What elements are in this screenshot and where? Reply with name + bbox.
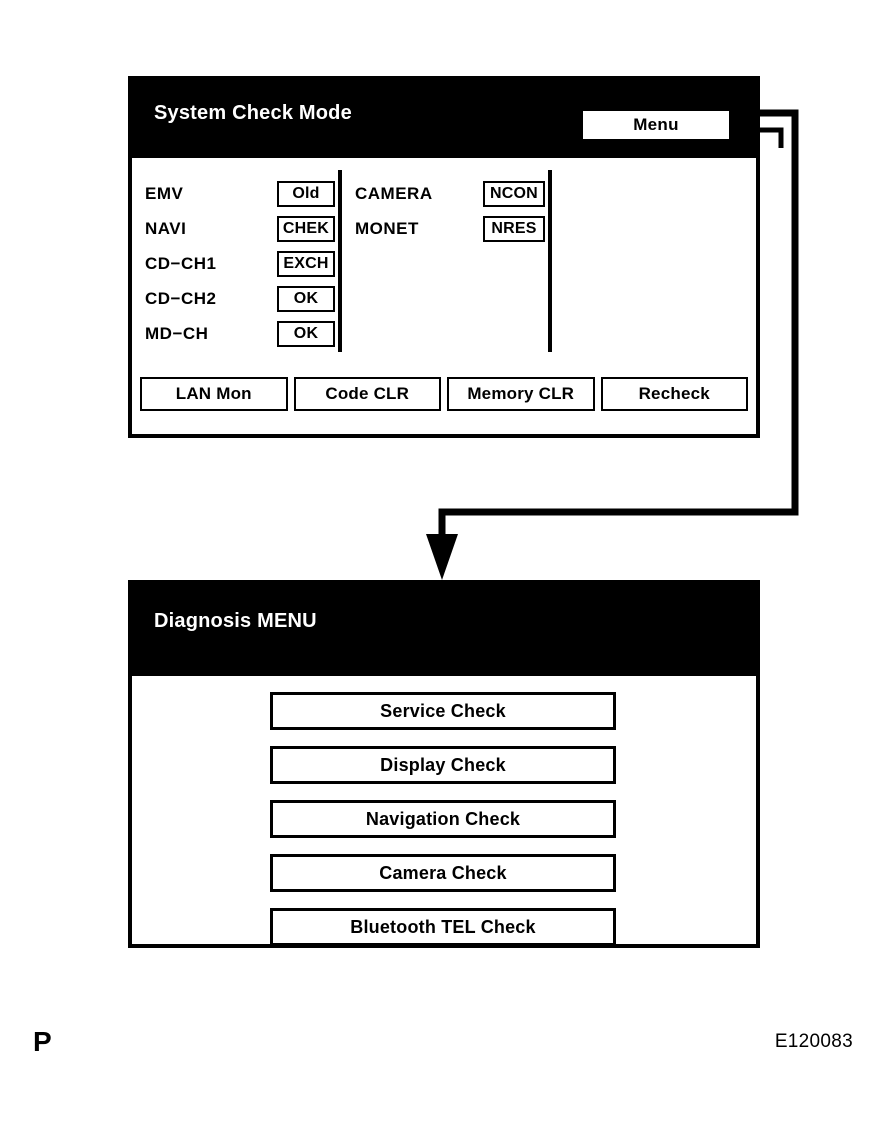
recheck-button[interactable]: Recheck [600,377,748,411]
menu-button[interactable]: Menu [581,109,731,141]
panel1-title: System Check Mode [154,102,352,124]
status-label: CAMERA [355,184,433,203]
status-badge: NRES [483,216,545,242]
status-row: CD−CH2 OK [132,285,338,313]
status-label: CD−CH2 [145,289,217,308]
status-label: CD−CH1 [145,254,217,273]
panel-diagnosis-menu: Diagnosis MENU Service Check Display Che… [128,580,760,948]
memory-clr-button[interactable]: Memory CLR [447,377,595,411]
panel1-header: System Check Mode Menu [132,80,756,158]
status-column-right: CAMERA NCON MONET NRES [342,158,548,358]
status-row: MONET NRES [342,215,548,243]
status-column-left: EMV Old NAVI CHEK CD−CH1 EXCH CD−CH2 OK … [132,158,338,358]
status-row: MD−CH OK [132,320,338,348]
status-badge: NCON [483,181,545,207]
status-badge: EXCH [277,251,335,277]
status-row: CAMERA NCON [342,180,548,208]
menu-item-bluetooth-tel-check[interactable]: Bluetooth TEL Check [270,908,616,946]
status-label: MD−CH [145,324,209,343]
status-badge: CHEK [277,216,335,242]
status-badge: Old [277,181,335,207]
status-badge: OK [277,321,335,347]
status-row: CD−CH1 EXCH [132,250,338,278]
status-label: NAVI [145,219,187,238]
panel2-body: Service Check Display Check Navigation C… [132,676,756,946]
panel2-header: Diagnosis MENU [132,584,756,676]
menu-item-camera-check[interactable]: Camera Check [270,854,616,892]
menu-item-service-check[interactable]: Service Check [270,692,616,730]
page-mark: P [33,1026,52,1057]
figure-id: E120083 [774,1031,853,1052]
status-row: EMV Old [132,180,338,208]
panel2-title: Diagnosis MENU [154,610,317,632]
status-badge: OK [277,286,335,312]
panel1-action-row: LAN Mon Code CLR Memory CLR Recheck [140,377,748,411]
lan-mon-button[interactable]: LAN Mon [140,377,288,411]
code-clr-button[interactable]: Code CLR [293,377,441,411]
column-divider-left [338,170,342,352]
column-divider-right [548,170,552,352]
diagnosis-menu-list: Service Check Display Check Navigation C… [270,692,616,946]
status-row: NAVI CHEK [132,215,338,243]
panel1-body: EMV Old NAVI CHEK CD−CH1 EXCH CD−CH2 OK … [132,158,756,434]
connector-arrowhead [426,534,458,580]
status-label: EMV [145,184,184,203]
status-label: MONET [355,219,419,238]
menu-item-navigation-check[interactable]: Navigation Check [270,800,616,838]
menu-item-display-check[interactable]: Display Check [270,746,616,784]
panel-system-check-mode: System Check Mode Menu EMV Old NAVI CHEK… [128,76,760,438]
